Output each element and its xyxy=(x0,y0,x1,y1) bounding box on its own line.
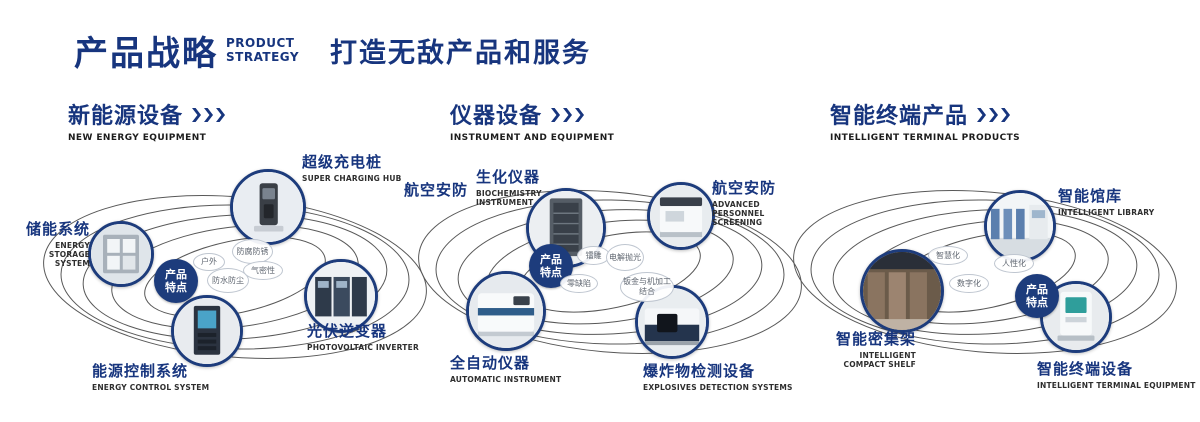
energy-control-system-image xyxy=(171,295,243,367)
triple-chevron-icon xyxy=(977,108,1011,122)
super-charging-hub-image xyxy=(230,169,306,245)
item-label-super-charging-hub: 超级充电桩 SUPER CHARGING HUB xyxy=(302,153,402,183)
triple-chevron-icon xyxy=(192,108,226,122)
section-head-instrument: 仪器设备 INSTRUMENT AND EQUIPMENT xyxy=(450,98,614,143)
intelligent-library-image xyxy=(984,190,1056,262)
page-title-en: PRODUCT STRATEGY xyxy=(226,36,300,65)
section-subtitle: NEW ENERGY EQUIPMENT xyxy=(68,133,207,143)
section-subtitle: INTELLIGENT TERMINAL PRODUCTS xyxy=(830,133,1020,143)
page-title: 产品战略 xyxy=(74,34,218,74)
section-title: 新能源设备 xyxy=(68,104,184,129)
page-title-en-line1: PRODUCT xyxy=(226,36,295,50)
intelligent-compact-shelf-image xyxy=(860,249,944,333)
feature-tag: 防水防尘 xyxy=(207,268,249,293)
item-label-energy-storage: 储能系统 ENERGY STORAGE SYSTEM xyxy=(25,220,90,268)
triple-chevron-icon xyxy=(551,108,585,122)
item-label-intelligent-compact-shelf: 智能密集架 INTELLIGENT COMPACT SHELF xyxy=(835,330,916,369)
feature-tag: 数字化 xyxy=(949,274,989,293)
section-title: 智能终端产品 xyxy=(830,104,969,129)
page-title-en-line2: STRATEGY xyxy=(226,49,300,64)
item-label-photovoltaic-inverter: 光伏逆变器 PHOTOVOLTAIC INVERTER xyxy=(307,322,419,352)
feature-tag: 人性化 xyxy=(994,254,1034,273)
section-title: 仪器设备 xyxy=(450,104,543,129)
item-label-explosives-detection: 爆炸物检测设备 EXPLOSIVES DETECTION SYSTEMS xyxy=(643,362,793,392)
item-label-automatic-instrument: 全自动仪器 AUTOMATIC INSTRUMENT xyxy=(450,354,562,384)
feature-tag: 镭雕 xyxy=(577,246,610,265)
section-head-new-energy: 新能源设备 NEW ENERGY EQUIPMENT xyxy=(68,98,226,143)
feature-badge-new-energy: 产品特点 xyxy=(154,259,198,303)
feature-tag: 钣金与机加工结合 xyxy=(620,272,674,302)
feature-tag: 防腐防锈 xyxy=(232,239,273,264)
feature-tag: 户外 xyxy=(193,253,225,271)
section-subtitle: INSTRUMENT AND EQUIPMENT xyxy=(450,133,615,143)
item-label-intelligent-library: 智能馆库 INTELLIGENT LIBRARY xyxy=(1058,187,1155,217)
item-label-personnel-screening: 航空安防 ADVANCED PERSONNEL SCREENING xyxy=(712,179,777,227)
personnel-screening-image xyxy=(647,182,715,250)
feature-badge-intelligent: 产品特点 xyxy=(1015,274,1059,318)
automatic-instrument-image xyxy=(466,271,546,351)
item-label-biochemistry-instrument: 生化仪器 BIOCHEMISTRY INSTRUMENT xyxy=(476,168,542,207)
feature-tag: 智慧化 xyxy=(928,246,968,265)
feature-tag: 气密性 xyxy=(243,261,283,280)
feature-tag: 电解抛光 xyxy=(606,244,644,271)
section-head-intelligent-terminal: 智能终端产品 INTELLIGENT TERMINAL PRODUCTS xyxy=(830,98,1020,143)
item-label-intelligent-terminal: 智能终端设备 INTELLIGENT TERMINAL EQUIPMENT xyxy=(1037,360,1196,390)
label-aviation-security: 航空安防 xyxy=(404,181,469,199)
page-slogan: 打造无敌产品和服务 xyxy=(330,38,591,69)
feature-tag: 零缺陷 xyxy=(560,274,598,293)
item-label-energy-control-system: 能源控制系统 ENERGY CONTROL SYSTEM xyxy=(92,362,210,392)
photovoltaic-inverter-image xyxy=(304,259,378,333)
energy-storage-image xyxy=(88,221,154,287)
